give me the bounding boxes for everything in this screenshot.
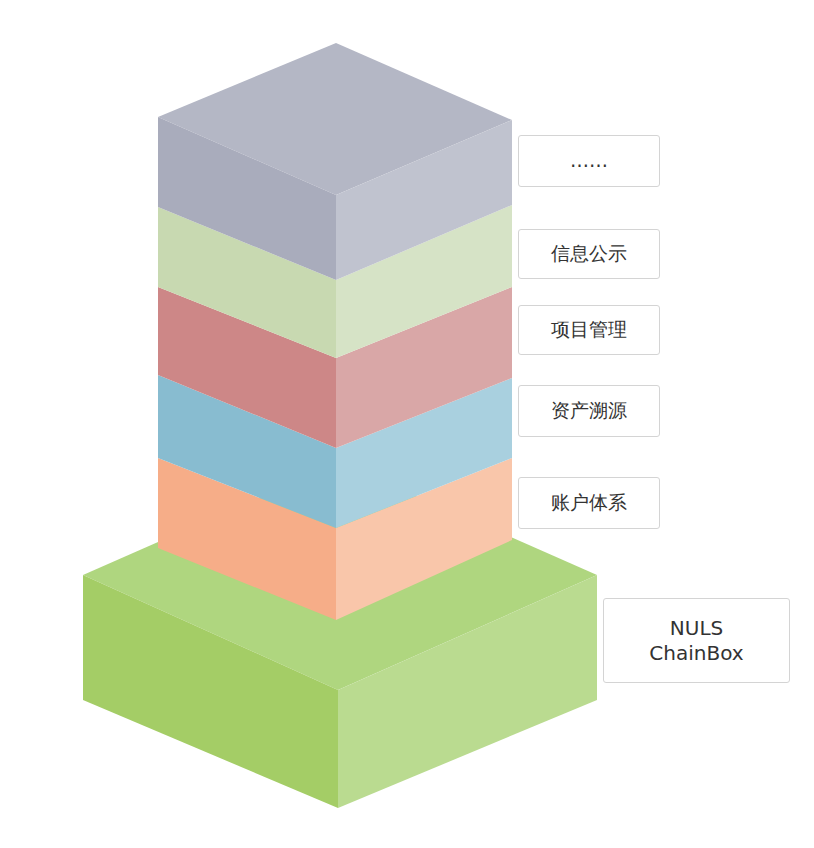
label-text: 信息公示 — [551, 242, 627, 266]
label-text: 项目管理 — [551, 318, 627, 342]
label-text: 账户体系 — [551, 491, 627, 515]
label-box: 账户体系 — [518, 477, 660, 529]
label-box: 资产溯源 — [518, 385, 660, 437]
label-box: …… — [518, 135, 660, 187]
layer-block — [158, 43, 512, 280]
label-text: …… — [570, 149, 608, 173]
label-box: NULS ChainBox — [603, 598, 790, 683]
label-text: 资产溯源 — [551, 399, 627, 423]
label-text: NULS ChainBox — [642, 616, 752, 666]
label-box: 项目管理 — [518, 305, 660, 355]
label-box: 信息公示 — [518, 229, 660, 279]
